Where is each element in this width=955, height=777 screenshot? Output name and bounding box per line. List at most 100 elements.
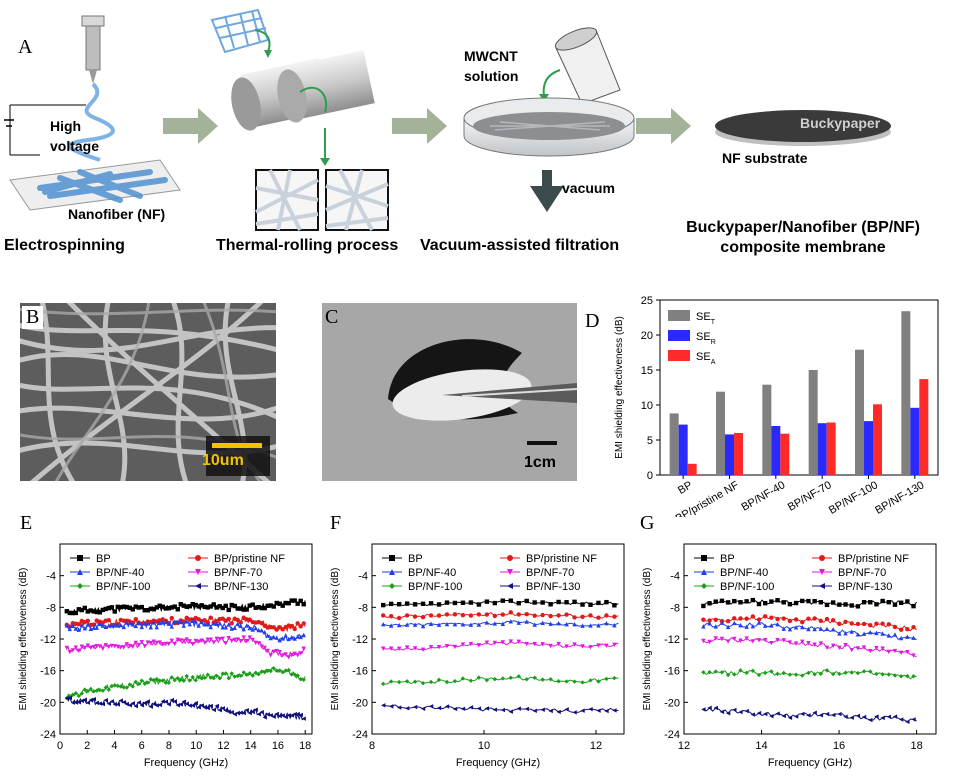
data-point: [166, 680, 171, 685]
data-point: [238, 620, 243, 625]
plot-frame: [659, 299, 939, 476]
data-point: [612, 642, 617, 648]
data-point: [85, 700, 91, 705]
data-point: [91, 609, 96, 614]
data-point: [124, 620, 129, 625]
data-point: [232, 637, 237, 643]
data-point: [428, 613, 434, 618]
data-point: [381, 703, 386, 708]
data-point: [67, 626, 73, 632]
data-point: [452, 644, 458, 650]
bar: [716, 391, 725, 475]
data-point: [181, 623, 186, 628]
data-point: [800, 620, 805, 625]
y-tick-label: -24: [352, 729, 368, 741]
data-point: [793, 672, 799, 677]
panel-label-a: A: [18, 36, 33, 58]
data-point: [468, 613, 474, 618]
data-point: [223, 625, 228, 630]
data-point: [253, 707, 258, 712]
data-point: [874, 621, 879, 626]
data-point: [109, 643, 114, 649]
bar: [910, 407, 920, 475]
data-point: [905, 673, 910, 679]
data-point: [707, 621, 712, 626]
data-point: [262, 645, 267, 651]
data-point: [106, 644, 111, 650]
data-point: [837, 631, 842, 636]
data-point: [142, 608, 147, 613]
series-bp-nf-100: [64, 666, 306, 701]
data-point: [229, 671, 234, 676]
data-point: [868, 717, 873, 723]
data-point: [175, 675, 180, 681]
legend-label: BP/NF-100: [96, 581, 150, 593]
legend-marker: [701, 569, 707, 575]
data-point: [787, 618, 793, 624]
data-point: [202, 675, 207, 680]
legend-label: BP/NF-130: [214, 581, 268, 593]
data-point: [190, 601, 195, 607]
data-point: [208, 604, 213, 609]
x-tick-label: 0: [57, 740, 63, 752]
data-point: [136, 642, 141, 648]
data-point: [886, 672, 892, 677]
data-point: [837, 602, 842, 607]
data-point: [744, 670, 749, 676]
data-point: [806, 616, 811, 621]
bar: [901, 311, 911, 475]
data-point: [133, 604, 138, 609]
data-point: [524, 619, 529, 624]
data-point: [70, 700, 76, 705]
data-point: [220, 636, 225, 642]
data-point: [298, 651, 303, 656]
bar: [826, 422, 836, 475]
data-point: [163, 680, 168, 685]
series-bp-nf-130: [701, 705, 917, 725]
data-point: [420, 706, 426, 711]
data-point: [781, 670, 786, 676]
data-point: [861, 714, 867, 720]
membrane-photo: [322, 303, 577, 481]
data-point: [193, 700, 198, 706]
data-point: [428, 679, 434, 685]
data-point: [719, 620, 725, 625]
data-point: [94, 700, 99, 705]
data-point: [283, 600, 288, 606]
data-point: [271, 649, 276, 654]
data-point: [793, 714, 799, 719]
data-point: [67, 610, 73, 616]
legend-marker: [389, 555, 395, 561]
data-point: [540, 620, 545, 626]
data-point: [508, 709, 513, 714]
data-point: [247, 635, 252, 640]
data-point: [580, 644, 585, 649]
data-point: [226, 622, 231, 627]
data-point: [588, 678, 593, 683]
data-point: [532, 613, 537, 618]
x-tick-label: 6: [139, 740, 145, 752]
legend-swatch: [668, 310, 690, 321]
series-bp-pristine-nf: [64, 615, 306, 633]
data-point: [892, 648, 898, 654]
data-point: [476, 706, 482, 711]
process-schematic: [4, 8, 891, 231]
data-point: [223, 641, 228, 646]
data-point: [196, 639, 201, 644]
data-point: [94, 625, 99, 630]
data-point: [492, 676, 498, 682]
series-bp-nf-100: [701, 668, 917, 680]
y-axis-label: EMI shielding effectiveness (dB): [642, 568, 653, 711]
data-point: [217, 604, 222, 609]
data-point: [118, 605, 123, 610]
data-point: [564, 679, 569, 684]
data-point: [388, 646, 394, 651]
data-point: [85, 618, 91, 624]
x-tick-label: 12: [217, 740, 229, 752]
data-point: [262, 715, 267, 720]
data-point: [109, 605, 114, 610]
data-point: [874, 646, 879, 651]
data-point: [756, 710, 762, 716]
data-point: [818, 641, 824, 646]
series-bp-nf-40: [381, 619, 619, 629]
